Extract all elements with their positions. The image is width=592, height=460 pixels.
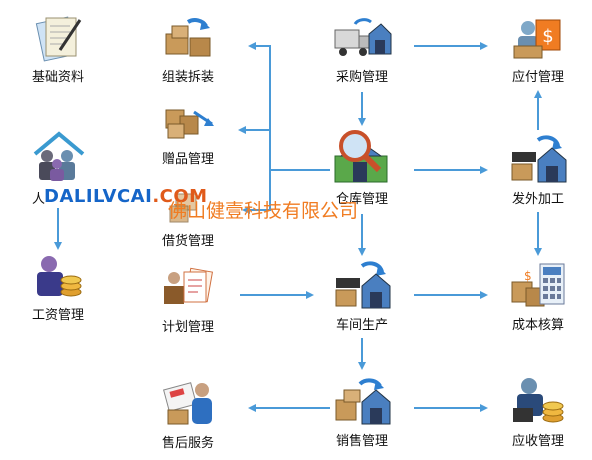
boxes-warehouse-icon — [335, 378, 391, 425]
person-coins-icon — [37, 256, 82, 297]
svg-text:$: $ — [542, 26, 553, 47]
node-plan[interactable]: 计划管理 — [140, 264, 236, 335]
node-label: 销售管理 — [335, 434, 388, 449]
boxes-arrow-icon — [165, 18, 211, 57]
node-assembly[interactable]: 组装拆装 — [140, 12, 236, 85]
svg-text:$: $ — [524, 269, 532, 283]
boxes-calculator-icon: $ — [511, 263, 565, 307]
node-gift[interactable]: 赠品管理 — [140, 96, 236, 167]
node-workshop[interactable]: 车间生产 — [314, 256, 410, 333]
node-label: 发外加工 — [511, 192, 564, 207]
watermark-company: 佛山健壹科技有限公司 — [168, 200, 359, 222]
node-label: 车间生产 — [335, 318, 388, 333]
gift-boxes-icon — [165, 109, 214, 139]
node-label: 借货管理 — [161, 234, 214, 249]
truck-warehouse-icon — [334, 18, 392, 56]
person-dollar-icon: $ — [513, 19, 561, 59]
node-cost[interactable]: $ 成本核算 — [490, 258, 586, 333]
node-salary[interactable]: 工资管理 — [10, 252, 106, 323]
node-basic-data[interactable]: 基础资料 — [10, 12, 106, 85]
node-label: 应付管理 — [511, 70, 564, 85]
boxes-icon — [169, 193, 197, 223]
service-person-icon — [163, 382, 212, 425]
node-hr[interactable]: 人 — [10, 130, 106, 207]
node-aftersale[interactable]: 售后服务 — [140, 376, 236, 451]
watermark-site-name: DALILVCAI — [44, 186, 153, 207]
person-coins-icon — [513, 378, 564, 423]
node-outsource[interactable]: 发外加工 — [490, 130, 586, 207]
node-label: 应收管理 — [511, 434, 564, 449]
node-loan[interactable]: 借货管理 — [140, 186, 236, 249]
watermark-site: DALILVCAI.COM — [44, 186, 208, 207]
magnifier-warehouse-icon — [334, 130, 388, 183]
node-label: 组装拆装 — [161, 70, 214, 85]
node-label: 采购管理 — [335, 70, 388, 85]
arrow-warehouse-branch — [248, 42, 330, 171]
node-label: 人 — [32, 192, 46, 207]
node-receivable[interactable]: 应收管理 — [490, 374, 586, 449]
people-house-icon — [33, 131, 85, 181]
node-purchase[interactable]: 采购管理 — [314, 12, 410, 85]
node-warehouse[interactable]: 仓库管理 — [314, 126, 410, 207]
node-payable[interactable]: $ 应付管理 — [490, 12, 586, 85]
tools-warehouse-icon — [335, 261, 391, 309]
watermark-site-suffix: .COM — [152, 186, 208, 207]
clipboard-person-icon — [164, 267, 214, 304]
node-label: 赠品管理 — [161, 152, 214, 167]
node-label: 工资管理 — [31, 308, 84, 323]
tools-warehouse-icon — [511, 135, 567, 183]
node-sales[interactable]: 销售管理 — [314, 372, 410, 449]
node-label: 仓库管理 — [335, 192, 388, 207]
arrow-branch-loan — [242, 170, 271, 214]
node-label: 计划管理 — [161, 320, 214, 335]
node-label: 成本核算 — [511, 318, 564, 333]
node-label: 售后服务 — [161, 436, 214, 451]
node-label: 基础资料 — [31, 70, 84, 85]
document-pen-icon — [35, 16, 82, 62]
